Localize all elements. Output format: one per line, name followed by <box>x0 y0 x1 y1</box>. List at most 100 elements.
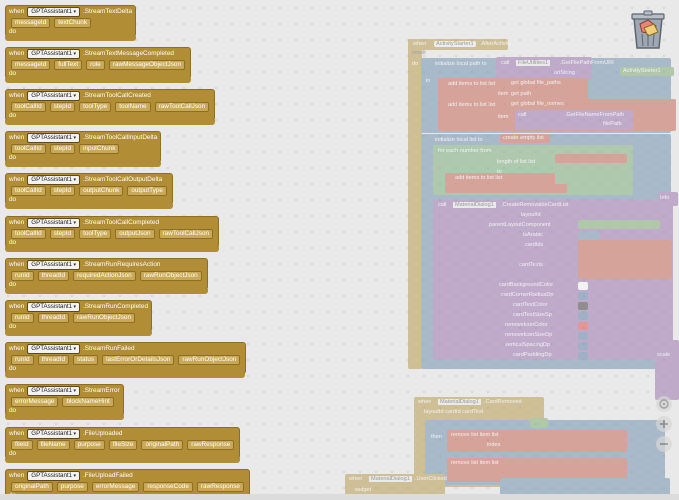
event-param[interactable]: requiredActionJson <box>73 270 136 281</box>
init-local-list-block[interactable]: initialize local list to <box>421 134 671 369</box>
event-block-streamtextmessagecompleted[interactable]: whenGPTAssistant1.StreamTextMessageCompl… <box>5 47 192 79</box>
event-param[interactable]: fileId <box>11 439 33 450</box>
event-param[interactable]: fileSize <box>108 439 138 450</box>
trash-can-icon[interactable] <box>626 10 670 50</box>
target-icon[interactable] <box>656 396 672 412</box>
right-partial-block-2[interactable]: Info <box>658 192 678 206</box>
user-clicked-component[interactable]: MaterialDialog1 <box>369 476 412 482</box>
event-param[interactable]: stepId <box>49 143 76 154</box>
event-param[interactable]: runId <box>11 270 34 281</box>
init-local-path-block[interactable]: initialize local path to in <box>421 58 671 133</box>
event-block-streamruncompleted[interactable]: whenGPTAssistant1.StreamRunCompletedrunI… <box>5 300 153 332</box>
event-param[interactable]: blockNameHint <box>62 396 114 407</box>
if-block[interactable]: then <box>425 420 665 485</box>
component-dropdown[interactable]: GPTAssistant1 <box>27 6 80 17</box>
event-param[interactable]: errorMessage <box>11 396 59 407</box>
get-global-file-names[interactable]: get global file_names <box>508 100 580 109</box>
component-dropdown[interactable]: GPTAssistant1 <box>27 428 80 439</box>
create-empty-list[interactable]: create empty list <box>500 134 550 143</box>
false-value[interactable] <box>578 231 600 240</box>
event-block-streamtoolcallcreated[interactable]: whenGPTAssistant1.StreamToolCallCreatedt… <box>5 89 216 121</box>
material-dialog-component[interactable]: MaterialDialog1 <box>453 202 496 208</box>
event-param[interactable]: threadId <box>37 312 70 323</box>
event-param[interactable]: fileName <box>36 439 70 450</box>
activity-result-uri-getter[interactable]: ActivityStarter1 <box>620 67 674 76</box>
event-param[interactable]: stepId <box>49 228 76 239</box>
event-param[interactable]: inputChunk <box>79 143 120 154</box>
event-param[interactable]: toolName <box>115 101 151 112</box>
vertical-arrangement-ref[interactable] <box>578 220 660 229</box>
event-param[interactable]: textChunk <box>54 17 92 28</box>
add-items-paths-block[interactable]: add items to list list item <box>438 78 588 100</box>
component-dropdown[interactable]: GPTAssistant1 <box>27 174 80 185</box>
get-list[interactable] <box>508 174 538 183</box>
event-param[interactable]: runId <box>11 312 34 323</box>
event-block-streamtoolcallcompleted[interactable]: whenGPTAssistant1.StreamToolCallComplete… <box>5 216 220 248</box>
for-each-block[interactable]: for each number from length of list list… <box>433 145 633 195</box>
component-dropdown[interactable]: GPTAssistant1 <box>27 132 80 143</box>
get-path[interactable]: get path <box>508 90 546 99</box>
join-items-block-2[interactable] <box>578 259 672 279</box>
component-dropdown[interactable]: GPTAssistant1 <box>27 48 80 59</box>
event-block-fileuploaded[interactable]: whenGPTAssistant1.FileUploadedfileIdfile… <box>5 427 241 459</box>
event-param[interactable]: toolCallId <box>11 185 46 196</box>
event-param[interactable]: rawResponse <box>196 481 244 492</box>
event-param[interactable]: outputType <box>127 185 167 196</box>
horizontal-scrollbar[interactable] <box>0 494 679 500</box>
event-param[interactable]: toolType <box>79 101 112 112</box>
event-param[interactable]: rawRunObjectJson <box>73 312 136 323</box>
event-param[interactable]: originalPath <box>11 481 53 492</box>
event-param[interactable]: rawToolCallJson <box>154 101 210 112</box>
add-items-list-block[interactable]: add items to list list <box>445 173 555 193</box>
add-items-names-block[interactable]: add items to list list item <box>438 99 676 131</box>
event-param[interactable]: messageId <box>11 59 51 70</box>
component-dropdown[interactable]: GPTAssistant1 <box>27 301 80 312</box>
event-param[interactable]: rawMessageObjectJson <box>108 59 186 70</box>
event-block-streamrunrequiresaction[interactable]: whenGPTAssistant1.StreamRunRequiresActio… <box>5 258 208 290</box>
join-items-block[interactable] <box>578 240 672 260</box>
component-dropdown[interactable]: GPTAssistant1 <box>27 259 80 270</box>
event-param[interactable]: toolCallId <box>11 228 46 239</box>
event-param[interactable]: purpose <box>73 439 105 450</box>
get-path-2[interactable] <box>638 120 670 129</box>
plus-icon[interactable] <box>656 416 672 432</box>
event-param[interactable]: status <box>73 354 99 365</box>
file-utilities-component[interactable]: FileUtilities1 <box>516 60 551 66</box>
color-swatch-red[interactable] <box>578 322 588 330</box>
event-block-streamtoolcalloutputdelta[interactable]: whenGPTAssistant1.StreamToolCallOutputDe… <box>5 173 173 205</box>
event-param[interactable]: threadId <box>37 354 70 365</box>
activity-event-block[interactable] <box>408 39 422 369</box>
event-param[interactable]: fullText <box>54 59 83 70</box>
event-block-streamtoolcallinputdelta[interactable]: whenGPTAssistant1.StreamToolCallInputDel… <box>5 131 162 163</box>
event-param[interactable]: lastErrorOrDetailsJson <box>102 354 175 365</box>
remove-list-item-block-2[interactable]: remove list item list <box>447 458 627 482</box>
minus-icon[interactable] <box>656 436 672 452</box>
get-number[interactable] <box>533 184 567 193</box>
event-block-streamrunfailed[interactable]: whenGPTAssistant1.StreamRunFailedrunIdth… <box>5 342 247 374</box>
event-param[interactable]: rawToolCallJson <box>158 228 214 239</box>
component-dropdown[interactable]: GPTAssistant1 <box>27 343 80 354</box>
activity-event-header[interactable]: when ActivityStarter1 .AfterActivity <box>408 39 511 50</box>
event-param[interactable]: originalPath <box>141 439 184 450</box>
number-value-4[interactable] <box>578 342 588 350</box>
true-value[interactable] <box>530 418 548 428</box>
number-value-5[interactable] <box>578 352 588 360</box>
number-value[interactable] <box>578 292 588 300</box>
event-param[interactable]: purpose <box>56 481 88 492</box>
event-param[interactable]: role <box>86 59 105 70</box>
event-param[interactable]: stepId <box>49 101 76 112</box>
component-dropdown[interactable]: GPTAssistant1 <box>27 385 80 396</box>
get-file-path-call[interactable]: call FileUtilities1 .GetFilePathFromURI … <box>496 57 614 79</box>
event-param[interactable]: toolType <box>79 228 112 239</box>
event-param[interactable]: outputChunk <box>79 185 124 196</box>
component-dropdown[interactable]: GPTAssistant1 <box>27 90 80 101</box>
event-block-streamerror[interactable]: whenGPTAssistant1.StreamErrorerrorMessag… <box>5 384 124 416</box>
get-file-name-call[interactable]: call .GetFileNameFromPath filePath <box>515 110 633 130</box>
color-swatch-black[interactable] <box>578 302 588 310</box>
card-removed-component[interactable]: MaterialDialog1 <box>438 399 481 405</box>
event-param[interactable]: rawRunObjectJson <box>139 270 202 281</box>
color-swatch-white[interactable] <box>578 282 588 290</box>
get-global-file-paths[interactable]: get global file_paths <box>508 79 576 88</box>
component-dropdown[interactable]: GPTAssistant1 <box>27 470 80 481</box>
event-param[interactable]: rawResponse <box>187 439 235 450</box>
